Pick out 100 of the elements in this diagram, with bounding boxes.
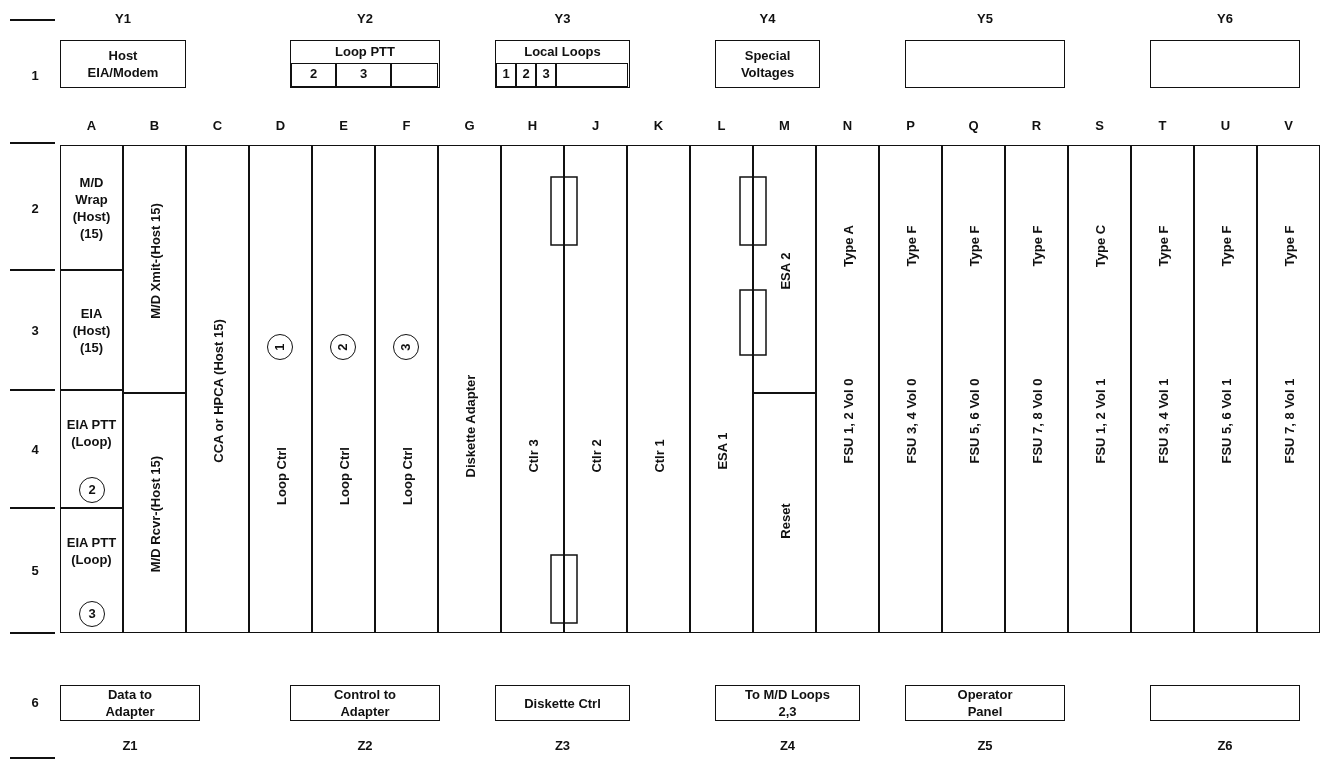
column-letter: N <box>842 117 853 133</box>
slot-label: Diskette Adapter <box>462 374 477 478</box>
column-letter: M <box>779 117 790 133</box>
card-slot <box>753 145 816 393</box>
column-letter: C <box>212 117 223 133</box>
position-label: Y5 <box>977 10 993 26</box>
slot-label: Loop Ctrl <box>399 447 414 505</box>
slot-label: EIA PTT (Loop) <box>65 416 118 450</box>
connector-box <box>495 40 630 88</box>
slot-label: Type F <box>1029 225 1044 267</box>
slot-label: FSU 3, 4 Vol 1 <box>1155 378 1170 464</box>
slot-label: FSU 7, 8 Vol 1 <box>1281 378 1296 464</box>
slot-label: FSU 3, 4 Vol 0 <box>903 378 918 464</box>
slot-label: To M/D Loops 2,3 <box>744 686 831 720</box>
column-letter: E <box>339 117 348 133</box>
slot-label: Local Loops <box>524 42 601 60</box>
card-slot <box>249 145 312 633</box>
card-slot <box>1257 145 1320 633</box>
connector-box <box>290 40 440 88</box>
slot-label: Loop Ctrl <box>336 447 351 505</box>
connector-box <box>60 685 200 721</box>
position-label: Z6 <box>1217 737 1233 753</box>
slot-label: Type F <box>1281 225 1296 267</box>
slot-label: M/D Rcvr-(Host 15) <box>147 455 162 573</box>
slot-label: Reset <box>777 503 792 539</box>
slot-label: FSU 1, 2 Vol 1 <box>1092 378 1107 464</box>
circled-number: 2 <box>330 334 356 360</box>
slot-label: FSU 5, 6 Vol 1 <box>1218 378 1233 464</box>
connector-box <box>1150 40 1300 88</box>
slot-label: CCA or HPCA (Host 15) <box>210 319 225 463</box>
card-slot <box>60 270 123 390</box>
column-letter: J <box>591 117 600 133</box>
card-slot <box>942 145 1005 633</box>
card-slot <box>879 145 942 633</box>
connector-box <box>905 40 1065 88</box>
slot-label: Type F <box>966 225 981 267</box>
circled-number: 1 <box>267 334 293 360</box>
connector-cell <box>556 63 628 87</box>
position-label: Y1 <box>115 10 131 26</box>
slot-label: Ctlr 2 <box>588 439 603 473</box>
position-label: Y6 <box>1217 10 1233 26</box>
slot-label: Type C <box>1092 224 1107 268</box>
circled-number: 3 <box>393 334 419 360</box>
position-label: Z3 <box>554 737 571 753</box>
card-slot <box>690 145 753 633</box>
card-slot <box>501 145 564 633</box>
column-letter: H <box>527 117 538 133</box>
slot-label: EIA (Host) (15) <box>71 304 112 356</box>
column-letter: F <box>402 117 411 133</box>
circled-number: 3 <box>79 601 105 627</box>
card-slot <box>1005 145 1068 633</box>
slot-label: Host EIA/Modem <box>86 47 160 81</box>
column-letter: D <box>275 117 286 133</box>
position-label: Z5 <box>977 737 993 753</box>
card-slot <box>753 393 816 633</box>
card-slot <box>627 145 690 633</box>
position-label: Z2 <box>357 737 373 753</box>
connector-cell: 2 <box>516 63 536 87</box>
connector-box <box>1150 685 1300 721</box>
card-slot <box>60 390 123 508</box>
card-slot <box>1194 145 1257 633</box>
column-letter: G <box>464 117 475 133</box>
column-letter: K <box>653 117 664 133</box>
row-number: 5 <box>31 562 39 578</box>
slot-label: ESA 1 <box>714 432 729 470</box>
connector-box <box>715 685 860 721</box>
card-slot <box>816 145 879 633</box>
slot-label: EIA PTT (Loop) <box>65 534 118 568</box>
row-number: 1 <box>31 67 39 83</box>
position-label: Z1 <box>122 737 138 753</box>
column-letter: B <box>149 117 160 133</box>
card-slot <box>186 145 249 633</box>
card-slot <box>438 145 501 633</box>
card-slot <box>312 145 375 633</box>
column-letter: A <box>86 117 97 133</box>
column-letter: L <box>717 117 726 133</box>
card-slot <box>1131 145 1194 633</box>
card-slot <box>564 145 627 633</box>
position-label: Y4 <box>759 10 776 26</box>
connector-box <box>60 40 186 88</box>
connector-box <box>290 685 440 721</box>
column-letter: U <box>1220 117 1231 133</box>
slot-label: Operator Panel <box>956 686 1014 720</box>
card-slot <box>1068 145 1131 633</box>
connector-box <box>905 685 1065 721</box>
column-letter: S <box>1095 117 1104 133</box>
column-letter: V <box>1284 117 1293 133</box>
slot-label: Ctlr 1 <box>651 439 666 473</box>
slot-label: Ctlr 3 <box>525 439 540 473</box>
column-letter: R <box>1031 117 1042 133</box>
slot-label: FSU 7, 8 Vol 0 <box>1029 378 1044 464</box>
position-label: Z4 <box>779 737 796 753</box>
position-label: Y2 <box>357 10 373 26</box>
slot-label: Type A <box>840 225 855 267</box>
row-number: 2 <box>31 200 39 216</box>
row-number: 3 <box>31 322 39 338</box>
slot-label: ESA 2 <box>777 252 792 290</box>
slot-label: Type F <box>903 225 918 267</box>
connector-cell: 3 <box>336 63 391 87</box>
slot-label: M/D Wrap (Host) (15) <box>71 173 112 242</box>
